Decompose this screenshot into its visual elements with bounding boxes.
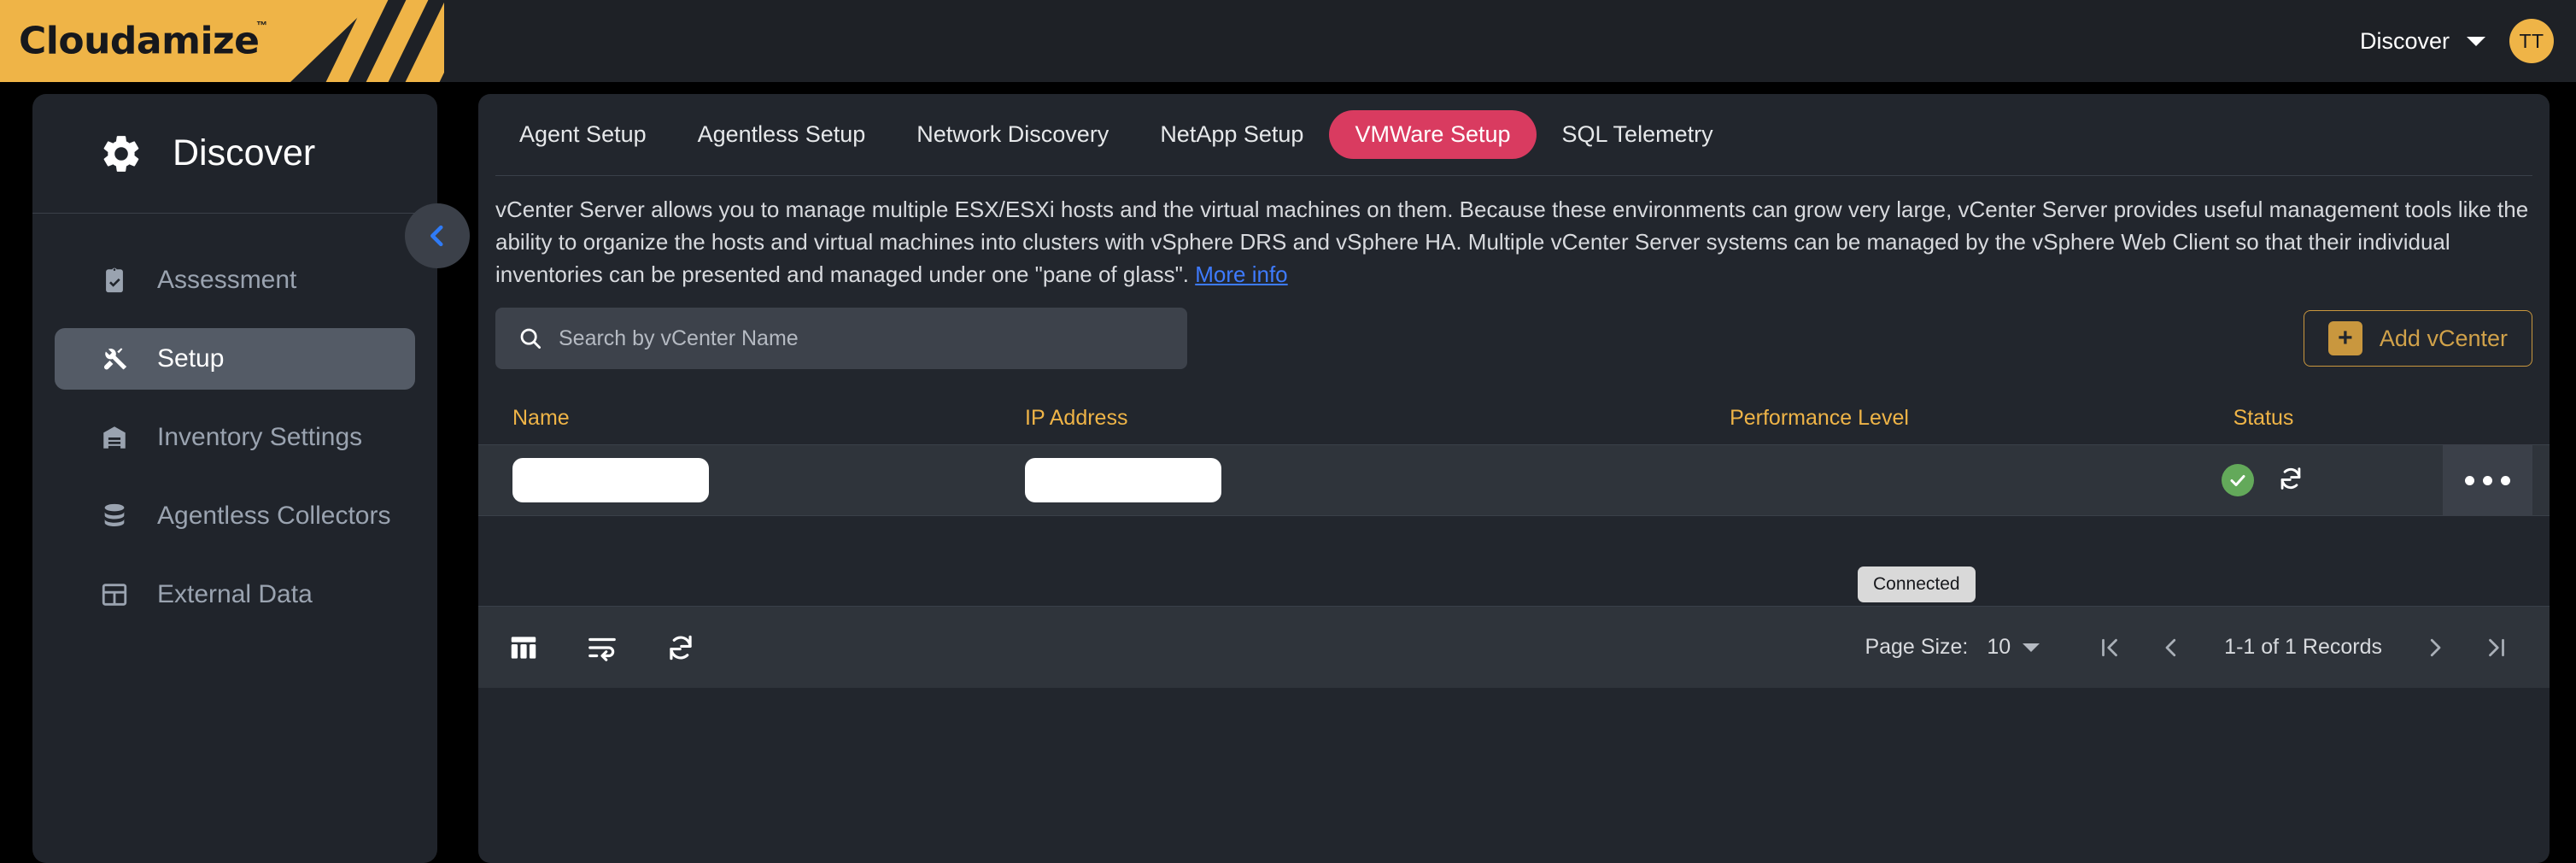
first-page-icon — [2102, 638, 2118, 656]
kebab-menu-icon — [2501, 475, 2510, 485]
search-icon — [520, 328, 541, 349]
sidebar-item-label: Agentless Collectors — [157, 502, 391, 530]
kebab-menu-icon — [2465, 475, 2474, 485]
column-settings-icon[interactable] — [507, 631, 540, 664]
description-body: vCenter Server allows you to manage mult… — [495, 197, 2529, 287]
tab-agentless-setup[interactable]: Agentless Setup — [697, 121, 866, 147]
text-wrap-icon[interactable] — [586, 631, 618, 664]
search-placeholder: Search by vCenter Name — [559, 326, 799, 350]
clipboard-check-icon — [97, 266, 132, 295]
warehouse-icon — [97, 423, 132, 452]
column-header-name[interactable]: Name — [512, 405, 570, 430]
database-icon — [97, 502, 132, 531]
add-vcenter-label: Add vCenter — [2379, 325, 2508, 351]
sidebar-item-external-data[interactable]: External Data — [55, 564, 415, 625]
cell-name — [495, 458, 1025, 502]
sidebar-item-label: Setup — [157, 344, 225, 373]
description-text: vCenter Server allows you to manage mult… — [478, 176, 2550, 291]
record-count: 1-1 of 1 Records — [2224, 635, 2382, 659]
column-header-performance-level[interactable]: Performance Level — [1730, 405, 1909, 430]
sidebar-header: Discover — [32, 94, 437, 214]
row-actions-menu[interactable] — [2443, 444, 2532, 516]
brand-logo: Cloudamize ™ — [0, 0, 444, 82]
add-vcenter-button[interactable]: + Add vCenter — [2303, 310, 2532, 367]
column-header-ip-address[interactable]: IP Address — [1025, 405, 1128, 430]
tab-bar: Agent Setup Agentless Setup Network Disc… — [478, 94, 2550, 175]
page-size-value[interactable]: 10 — [1987, 635, 2011, 659]
tab-sql-telemetry[interactable]: SQL Telemetry — [1561, 121, 1713, 147]
kebab-menu-icon — [2483, 475, 2492, 485]
sidebar-item-setup[interactable]: Setup — [55, 328, 415, 390]
sidebar: Discover Assessment Setup — [32, 94, 470, 863]
refresh-icon[interactable] — [664, 631, 697, 664]
plus-icon: + — [2327, 321, 2362, 355]
redacted-value — [1025, 458, 1221, 502]
chevron-left-icon — [430, 225, 443, 247]
search-input[interactable]: Search by vCenter Name — [495, 308, 1187, 369]
cell-status — [2084, 464, 2443, 497]
table-grid-icon — [97, 580, 132, 609]
sidebar-item-assessment[interactable]: Assessment — [55, 250, 415, 311]
top-bar-right: Discover TT — [2360, 19, 2576, 63]
tab-divider — [495, 175, 2532, 176]
tab-vmware-setup[interactable]: VMWare Setup — [1329, 110, 1537, 159]
last-page-button[interactable] — [2466, 635, 2527, 660]
sidebar-item-inventory-settings[interactable]: Inventory Settings — [55, 407, 415, 468]
more-info-link[interactable]: More info — [1195, 261, 1288, 287]
tab-netapp-setup[interactable]: NetApp Setup — [1160, 121, 1304, 147]
environment-switcher[interactable]: Discover — [2360, 28, 2485, 55]
top-bar: Cloudamize ™ Discover TT — [0, 0, 2576, 82]
tab-network-discovery[interactable]: Network Discovery — [916, 121, 1109, 147]
tab-agent-setup[interactable]: Agent Setup — [519, 121, 647, 147]
chevron-down-icon — [2467, 36, 2485, 46]
table-toolbar: Search by vCenter Name + Add vCenter — [478, 291, 2550, 369]
table-row[interactable] — [478, 444, 2550, 516]
vcenter-table: Name IP Address Performance Level Status — [478, 391, 2550, 606]
table-header-row: Name IP Address Performance Level Status — [478, 391, 2550, 444]
brand-wordmark: Cloudamize — [19, 19, 260, 63]
next-page-button[interactable] — [2404, 635, 2466, 660]
table-footer: Page Size: 10 1-1 of 1 Records — [478, 606, 2550, 688]
pagination: Page Size: 10 1-1 of 1 Records — [1865, 635, 2527, 660]
chevron-down-icon[interactable] — [2023, 643, 2040, 652]
last-page-icon — [2489, 638, 2504, 656]
next-page-icon — [2430, 638, 2441, 656]
gear-icon — [99, 132, 143, 176]
environment-label: Discover — [2359, 27, 2450, 54]
first-page-button[interactable] — [2079, 635, 2140, 660]
sidebar-item-label: Inventory Settings — [157, 423, 363, 451]
sidebar-title: Discover — [173, 132, 316, 173]
table-empty-space — [478, 516, 2550, 606]
refresh-icon[interactable] — [2276, 464, 2305, 497]
page-size-label: Page Size: — [1865, 635, 1969, 659]
sidebar-collapse-button[interactable] — [405, 203, 470, 268]
column-header-status[interactable]: Status — [2233, 405, 2294, 430]
cell-ip-address — [1025, 458, 1554, 502]
sidebar-item-label: External Data — [157, 580, 313, 608]
redacted-value — [512, 458, 709, 502]
sidebar-item-agentless-collectors[interactable]: Agentless Collectors — [55, 485, 415, 547]
footer-tool-icons — [501, 631, 697, 664]
main-panel: Agent Setup Agentless Setup Network Disc… — [478, 94, 2550, 863]
avatar[interactable]: TT — [2509, 19, 2554, 63]
status-tooltip: Connected — [1858, 567, 1976, 602]
sidebar-nav: Assessment Setup Inventory Settings — [32, 214, 437, 625]
check-circle-icon[interactable] — [2222, 464, 2254, 496]
brand-trademark: ™ — [256, 19, 267, 32]
prev-page-button[interactable] — [2140, 635, 2202, 660]
tools-icon — [97, 344, 132, 373]
sidebar-item-label: Assessment — [157, 266, 297, 294]
prev-page-icon — [2165, 638, 2176, 656]
